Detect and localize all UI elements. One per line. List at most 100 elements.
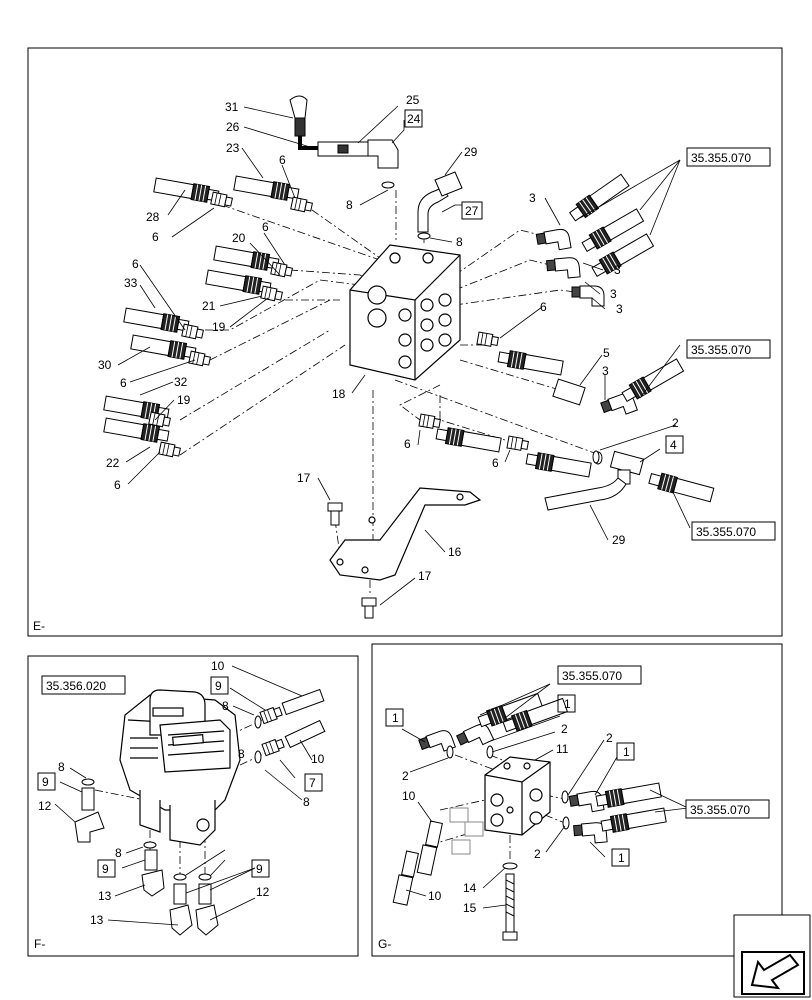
o-ring-2 <box>592 450 600 464</box>
fitting-6-d <box>181 323 205 341</box>
callout-9-box-left <box>37 772 56 791</box>
callout-17: 17 <box>418 569 432 583</box>
manifold-block-11 <box>484 756 551 836</box>
hose-28 <box>153 176 220 205</box>
svg-text:35.355.070: 35.355.070 <box>562 669 622 683</box>
pedal-valve <box>119 689 241 846</box>
callout-6: 6 <box>152 230 159 244</box>
callout-2: 2 <box>402 769 409 783</box>
callout-3: 3 <box>602 364 609 378</box>
hose-6-h <box>435 425 502 454</box>
callout-19: 19 <box>177 393 191 407</box>
callout-12: 12 <box>256 885 270 899</box>
callout-6: 6 <box>262 220 269 234</box>
callout-9: 9 <box>102 862 109 876</box>
panel-f-label: F- <box>34 937 45 951</box>
callout-6: 6 <box>279 153 286 167</box>
fitting-19 <box>260 285 284 303</box>
ref-f-top[interactable]: 35.356.020 <box>41 675 126 695</box>
callout-1-box-a <box>385 708 404 727</box>
elbow-12-left <box>74 811 105 843</box>
callout-9: 9 <box>256 862 263 876</box>
ref-e-mid[interactable]: 35.355.070 <box>686 339 771 359</box>
callout-33: 33 <box>124 276 138 290</box>
fitting-9-top <box>259 705 284 725</box>
o-ring-8-c <box>81 778 95 786</box>
bolt-15 <box>502 862 518 941</box>
callout-17: 17 <box>297 471 311 485</box>
fitting-6-a <box>210 191 234 209</box>
elbow-13-a <box>141 869 165 897</box>
callout-21: 21 <box>202 299 216 313</box>
callout-3: 3 <box>616 302 623 316</box>
callout-13: 13 <box>98 889 112 903</box>
fitting-10-a <box>416 820 443 876</box>
callout-4: 4 <box>670 438 677 452</box>
elbow-12-right <box>195 904 219 936</box>
fitting-6-i <box>506 435 530 452</box>
manifold-block-18 <box>349 244 461 381</box>
svg-text:35.355.070: 35.355.070 <box>691 151 751 165</box>
callout-2: 2 <box>534 847 541 861</box>
ref-e-bot[interactable]: 35.355.070 <box>691 521 776 541</box>
callout-32: 32 <box>174 375 188 389</box>
fitting-9-pair <box>173 883 212 905</box>
panel-f: F- <box>27 655 359 957</box>
callout-8: 8 <box>115 846 122 860</box>
callout-18: 18 <box>332 387 346 401</box>
panel-g-frame <box>371 643 783 957</box>
callout-5: 5 <box>603 346 610 360</box>
callouts-g: 1 1 2 11 1 2 2 10 2 10 14 15 1 <box>385 694 635 915</box>
callout-29: 29 <box>464 145 478 159</box>
panel-e-frame <box>27 47 783 637</box>
leaders-g <box>401 683 689 909</box>
callout-1-box-c <box>616 742 635 761</box>
svg-text:35.355.070: 35.355.070 <box>696 525 756 539</box>
elbow-3-c <box>571 285 605 307</box>
callout-10: 10 <box>428 889 442 903</box>
callout-9-box-right <box>251 859 270 878</box>
elbow-3-a <box>535 227 572 254</box>
callout-10: 10 <box>311 752 325 766</box>
svg-text:35.355.070: 35.355.070 <box>690 803 750 817</box>
callout-9-box <box>210 676 229 695</box>
callout-30: 30 <box>98 358 112 372</box>
callout-24-box <box>404 109 423 128</box>
hose-g-c <box>595 781 662 810</box>
callout-31: 31 <box>225 100 239 114</box>
coupling-5 <box>552 378 586 406</box>
callout-1-box-d <box>611 848 630 867</box>
callout-9-box-mid <box>97 859 116 878</box>
callout-26: 26 <box>226 120 240 134</box>
callout-3: 3 <box>610 287 617 301</box>
ref-g-top[interactable]: 35.355.070 <box>557 665 642 685</box>
o-ring-2-d <box>562 816 570 830</box>
svg-text:35.356.020: 35.356.020 <box>46 679 106 693</box>
bolt-17-bottom <box>361 597 377 619</box>
callout-6: 6 <box>114 478 121 492</box>
callout-8: 8 <box>238 747 245 761</box>
fitting-6-h <box>418 413 442 430</box>
ref-g-right[interactable]: 35.355.070 <box>685 799 770 819</box>
callout-10: 10 <box>402 789 416 803</box>
panel-e-label: E- <box>33 619 45 633</box>
arrow-back-icon[interactable] <box>733 914 811 998</box>
callout-27: 27 <box>465 204 479 218</box>
hose-23 <box>233 174 300 203</box>
callout-27-box <box>461 201 483 220</box>
fitting-9-mid <box>144 849 158 871</box>
panel-e: E- <box>27 47 783 637</box>
callout-28: 28 <box>146 210 160 224</box>
callout-8: 8 <box>303 795 310 809</box>
hose-6-i <box>525 450 592 479</box>
callout-9: 9 <box>215 679 222 693</box>
callout-22: 22 <box>106 456 120 470</box>
callout-2: 2 <box>606 731 613 745</box>
callout-6: 6 <box>404 437 411 451</box>
hose-33 <box>123 306 190 335</box>
ref-e-top[interactable]: 35.355.070 <box>686 147 771 167</box>
elbow-3-b <box>546 256 581 281</box>
hose-10-bot <box>284 719 326 749</box>
fitting-6-b <box>290 196 314 214</box>
hose-3-a <box>567 172 631 224</box>
